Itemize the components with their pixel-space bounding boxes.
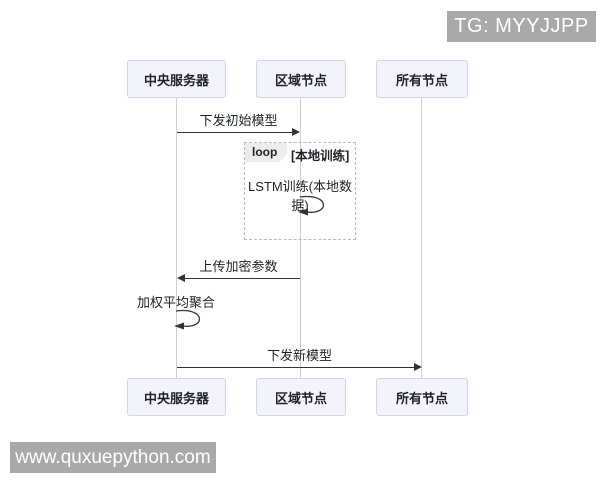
message-arrow-new-model xyxy=(177,367,414,368)
lifeline-central-server xyxy=(176,98,177,378)
loop-frame: loop [本地训练] LSTM训练(本地数据) xyxy=(244,142,356,240)
loop-condition-label: [本地训练] xyxy=(291,149,350,163)
message-label-new-model: 下发新模型 xyxy=(266,348,332,363)
message-label-initial-model: 下发初始模型 xyxy=(199,113,278,128)
actor-regional-node-top: 区域节点 xyxy=(256,60,346,98)
actor-all-nodes-bottom: 所有节点 xyxy=(376,378,468,416)
arrowhead-right-icon xyxy=(414,363,422,371)
self-loop-arrow-icon xyxy=(298,195,325,216)
arrowhead-right-icon xyxy=(292,128,300,136)
actor-central-server-bottom: 中央服务器 xyxy=(127,378,226,416)
message-label-upload-params: 上传加密参数 xyxy=(199,259,278,274)
actor-regional-node-bottom: 区域节点 xyxy=(256,378,346,416)
actor-all-nodes-top: 所有节点 xyxy=(376,60,468,98)
watermark: www.quxuepython.com xyxy=(10,442,216,473)
lifeline-regional-node xyxy=(300,98,301,378)
loop-operator-label: loop xyxy=(245,143,288,162)
arrowhead-left-icon xyxy=(177,274,185,282)
tg-badge: TG: MYYJJPP xyxy=(447,11,596,42)
lifeline-all-nodes xyxy=(421,98,422,378)
message-label-lstm-training: LSTM训练(本地数据) xyxy=(247,179,352,213)
message-arrow-initial-model xyxy=(177,132,292,133)
actor-central-server-top: 中央服务器 xyxy=(127,60,226,98)
self-loop-arrow-icon xyxy=(174,309,201,330)
message-label-weighted-aggregation: 加权平均聚合 xyxy=(136,295,215,310)
message-arrow-upload-params xyxy=(184,278,300,279)
